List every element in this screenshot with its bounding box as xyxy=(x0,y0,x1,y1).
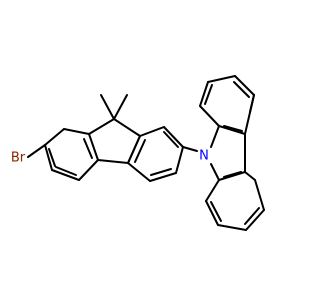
bond-c-n xyxy=(182,146,198,152)
bond xyxy=(254,179,265,211)
bond-lines xyxy=(27,75,265,231)
background xyxy=(0,0,300,300)
bond xyxy=(44,128,65,146)
bond-inner xyxy=(223,171,242,178)
bond xyxy=(88,118,115,135)
bond xyxy=(63,128,90,135)
bond xyxy=(199,81,209,107)
bond xyxy=(207,75,236,83)
bond xyxy=(205,179,220,202)
bond xyxy=(113,118,141,137)
bond-n-c xyxy=(210,163,220,181)
bond xyxy=(218,171,246,181)
bond-inner xyxy=(134,139,146,163)
bond-inner xyxy=(150,168,172,176)
bond xyxy=(127,135,141,164)
methyl-bond xyxy=(100,94,115,120)
bond xyxy=(234,75,255,96)
bond xyxy=(199,105,220,127)
bond xyxy=(175,146,184,174)
bond xyxy=(97,159,129,164)
bond xyxy=(51,169,80,181)
structure-canvas: Br N xyxy=(0,0,300,300)
methyl-bond xyxy=(113,94,128,120)
bond xyxy=(163,126,184,148)
bond xyxy=(244,171,256,181)
bond-inner xyxy=(210,201,222,222)
nitrogen-label: N xyxy=(199,149,209,164)
molecule-structure: Br N xyxy=(0,0,300,300)
bond-inner xyxy=(83,138,93,159)
bond-inner xyxy=(223,125,243,132)
bond xyxy=(44,144,53,171)
bond xyxy=(218,125,246,135)
bond-inner xyxy=(48,148,56,167)
bond xyxy=(88,133,99,161)
bond xyxy=(78,159,99,181)
bond xyxy=(245,209,265,231)
bond xyxy=(205,200,219,226)
bond xyxy=(249,94,255,113)
bond-inner xyxy=(55,166,77,176)
bromine-label: Br xyxy=(11,151,26,166)
bond xyxy=(127,162,151,182)
bond-inner xyxy=(244,207,260,225)
bond-n-c xyxy=(210,125,220,148)
bond xyxy=(139,126,165,137)
bond xyxy=(217,224,247,231)
bond-inner xyxy=(163,131,179,148)
bond-inner xyxy=(233,81,250,98)
bond xyxy=(149,172,177,182)
bond-inner xyxy=(204,84,213,105)
bond-br-ring xyxy=(27,144,46,158)
